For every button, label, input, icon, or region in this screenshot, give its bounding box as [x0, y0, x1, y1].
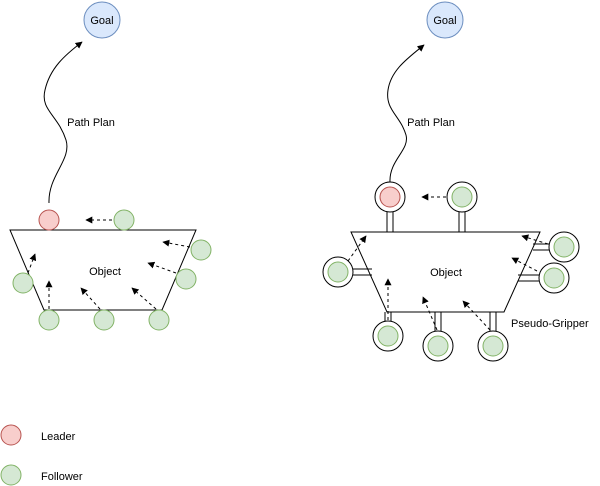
path-plan-curve-right	[387, 44, 425, 183]
follower-node-right-bottom-1	[372, 320, 404, 352]
legend-leader-label: Leader	[41, 431, 76, 443]
follower-node-right-right-lower	[538, 262, 570, 294]
follower-node-left-right-lower	[175, 268, 197, 290]
left-diagram: Goal Path Plan Object	[9, 1, 212, 331]
path-plan-label-right: Path Plan	[407, 117, 455, 129]
gripper-links	[352, 212, 550, 332]
follower-node-right-left	[322, 256, 354, 288]
pseudo-gripper-label: Pseudo-Gripper	[511, 318, 589, 330]
follower-node-right-top	[446, 181, 478, 213]
follower-node-left-bottom-2	[93, 309, 115, 331]
motion-arrow-right-4	[347, 235, 367, 262]
follower-node-right-bottom-3	[477, 330, 509, 362]
object-shape-right	[350, 231, 541, 313]
right-diagram: Goal Path Plan Object	[322, 1, 589, 362]
follower-node-right-bottom-2	[422, 330, 454, 362]
follower-node-right-right-upper	[548, 231, 580, 263]
path-plan-curve-left	[43, 41, 83, 204]
motion-arrow-right-3	[511, 257, 538, 272]
leader-node-left	[38, 209, 60, 231]
follower-node-left-right-upper	[190, 239, 212, 261]
motion-arrow-left-7	[131, 287, 157, 310]
object-label-right: Object	[430, 267, 462, 279]
follower-node-left-bottom-1	[38, 309, 60, 331]
object-label-left: Object	[89, 266, 121, 278]
motion-arrow-left-2	[162, 239, 191, 248]
follower-node-left-top	[113, 209, 135, 231]
follower-node-left-bottom-3	[148, 309, 170, 331]
goal-node-right	[426, 1, 464, 39]
motion-arrow-right-7	[462, 300, 491, 331]
motion-arrow-right-2	[521, 234, 549, 245]
leader-node-right	[379, 186, 401, 208]
legend: Leader Follower	[0, 424, 83, 486]
motion-arrow-left-3	[147, 261, 177, 274]
goal-node-left	[83, 1, 121, 39]
follower-node-left-left	[12, 272, 34, 294]
legend-leader-swatch	[0, 424, 22, 446]
legend-follower-label: Follower	[41, 471, 83, 483]
path-plan-label-left: Path Plan	[67, 117, 115, 129]
legend-follower-swatch	[0, 464, 22, 486]
goal-label-left: Goal	[90, 15, 113, 27]
goal-label-right: Goal	[433, 15, 456, 27]
motion-arrow-left-6	[80, 287, 101, 310]
